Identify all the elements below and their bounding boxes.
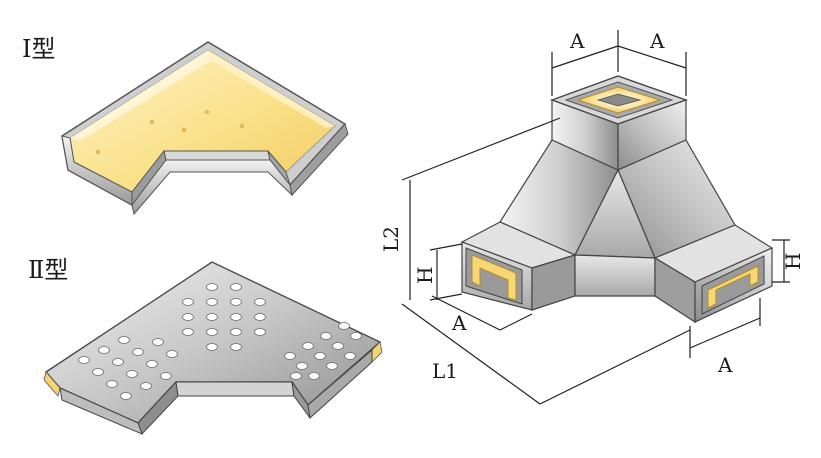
right-arm-opening	[707, 265, 759, 309]
dim-l2: L2	[379, 226, 403, 252]
dim-a-top-right: A	[649, 29, 665, 53]
type-1-floor-marks	[96, 110, 244, 154]
type-2-perforations	[78, 283, 362, 400]
dim-h-left: H	[413, 267, 437, 284]
type-1-tray	[61, 41, 349, 216]
type-2-label: Ⅱ型	[28, 256, 68, 284]
type-2-tray	[43, 261, 383, 435]
type-1-label: Ⅰ型	[22, 35, 55, 63]
three-way-tee-3d	[460, 75, 774, 324]
dimension-lines	[401, 30, 790, 405]
left-arm-opening	[471, 254, 517, 301]
dim-a-top-left: A	[569, 29, 585, 53]
dim-h-right: H	[781, 253, 805, 270]
dim-a-right-arm: A	[717, 353, 733, 377]
dim-l1: L1	[432, 359, 458, 383]
dim-a-left-arm: A	[451, 311, 467, 335]
